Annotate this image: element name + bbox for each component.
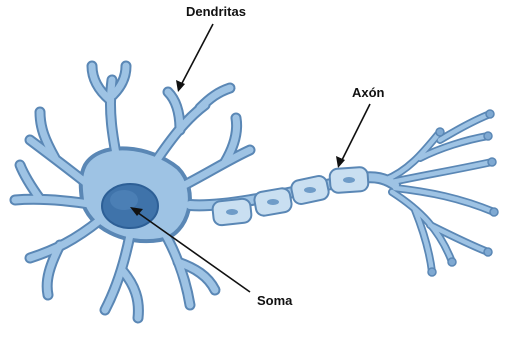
soma-label: Soma [257,293,292,308]
dendrites-label: Dendritas [186,4,246,19]
axon-label: Axón [352,85,385,100]
myelin-sheath [212,167,369,226]
axon-arrow [340,104,370,164]
dendrites-arrow [180,24,213,87]
